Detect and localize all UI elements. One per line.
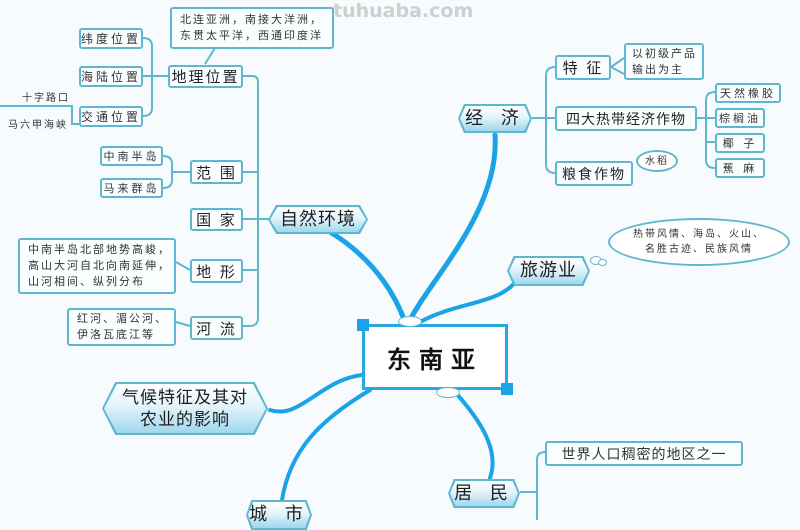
economy-node[interactable]: 经 济: [458, 104, 532, 133]
natural-rubber-box: 天然橡胶: [715, 83, 781, 103]
terrain-node: 地 形: [190, 259, 243, 283]
land-sea-location-box: 海陆位置: [79, 66, 143, 87]
rivers-note: 红河、湄公河、 伊洛瓦底江等: [67, 308, 176, 346]
center-node[interactable]: 东南亚: [357, 319, 513, 395]
tourism-node[interactable]: 旅游业: [507, 256, 590, 286]
latitude-location-box: 纬度位置: [79, 28, 143, 49]
crossroads-label: 十字路口: [22, 93, 70, 104]
cash-crops-node: 四大热带经济作物: [555, 106, 697, 131]
rice-callout: 水稻: [636, 150, 678, 172]
traffic-location-box: 交通位置: [79, 106, 143, 127]
thought-bubble-dot: [598, 259, 607, 266]
grain-crops-node: 粮食作物: [555, 161, 633, 186]
natural-environment-node[interactable]: 自然环境: [268, 205, 368, 234]
city-node[interactable]: 城 市: [246, 500, 312, 530]
palm-oil-box: 棕榈油: [715, 108, 765, 128]
geo-location-note: 北连亚洲，南接大洋洲， 东贯太平洋，西通印度洋: [170, 7, 334, 49]
geo-location-node: 地理位置: [168, 65, 243, 88]
connector-knob-bottom: [436, 387, 460, 398]
feature-node: 特 征: [555, 55, 611, 80]
connector-knob-top: [398, 316, 422, 327]
malacca-strait-label: 马六甲海峡: [8, 120, 68, 131]
watermark: tuhuaba.com: [333, 0, 474, 22]
rivers-node: 河 流: [190, 316, 243, 340]
scope-node: 范 围: [190, 160, 243, 184]
corner-handle: [501, 383, 513, 395]
country-node: 国 家: [190, 208, 243, 231]
corner-handle: [357, 319, 369, 331]
malay-archipelago-box: 马来群岛: [100, 178, 163, 198]
terrain-note: 中南半岛北部地势高峻， 高山大河自北向南延伸， 山河相间、纵列分布: [18, 238, 176, 294]
climate-node[interactable]: 气候特征及其对 农业的影响: [102, 382, 268, 435]
tourism-note: 热带风情、海岛、火山、 名胜古迹、民族风情: [608, 218, 790, 266]
indochina-peninsula-box: 中南半岛: [100, 146, 163, 166]
abaca-box: 蕉 麻: [715, 158, 765, 178]
population-dense-box: 世界人口稠密的地区之一: [545, 441, 743, 466]
feature-note: 以初级产品 输出为主: [624, 43, 704, 80]
coconut-box: 椰 子: [715, 133, 765, 153]
residents-node[interactable]: 居 民: [448, 479, 520, 508]
